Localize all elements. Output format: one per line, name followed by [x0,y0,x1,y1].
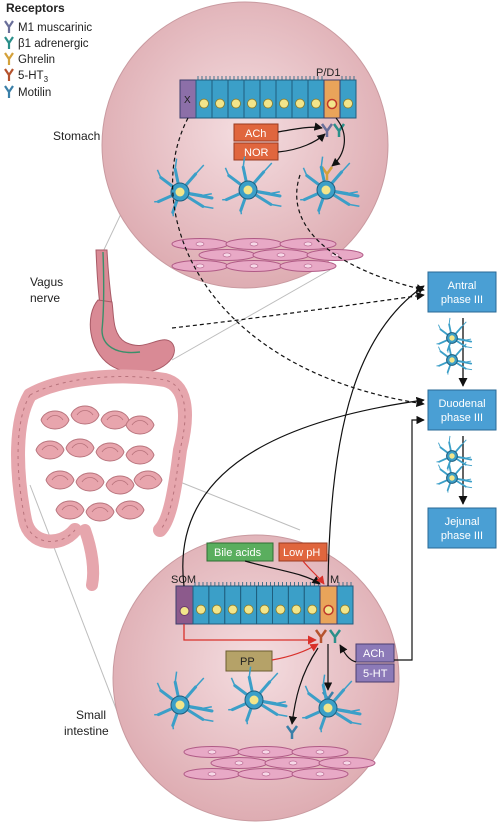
neuron-icon [154,158,214,217]
neuron-icon [436,339,473,375]
neuron-icon [436,435,473,471]
motilin-receptor-icon [4,85,14,98]
legend-item-motilin: Motilin [4,85,51,99]
duodenal-phase-label-1: Duodenal [438,398,485,410]
pd1-nucleus [326,98,338,110]
legend-label-motilin: Motilin [18,87,51,99]
5ht3-receptor-intestine-icon [314,629,328,643]
cell-nucleus [295,98,305,109]
legend-label-m1: M1 muscarinic [18,22,92,34]
pp-label: PP [240,656,255,668]
jejunal-phase-box [427,507,497,549]
rectum [79,524,100,591]
neuron-icon [222,156,282,215]
antral-phase-label-1: Antral [448,280,477,292]
motilin-receptor-muscle-icon [285,725,299,739]
som-cell [175,585,194,625]
legend-item-ghrelin: Ghrelin [4,52,55,66]
ach-box-stomach [233,123,279,142]
cell-nucleus [263,98,273,109]
vagus-label-line2: nerve [30,291,60,305]
connection-arrows [171,117,425,661]
legend-title: Receptors [6,1,65,15]
jejunal-phase-label-2: phase III [441,530,483,542]
m1-receptor-icon [4,20,14,33]
bile-acids-label: Bile acids [214,547,262,559]
cell-nucleus [243,604,254,615]
cell-nucleus [231,98,241,109]
5ht-box [355,663,395,683]
stomach-epithelium: X P/D1 [179,67,357,119]
duodenal-phase-box [427,389,497,431]
antral-phase-label-2: phase III [441,294,483,306]
legend-label-beta1: β1 adrenergic [18,38,89,50]
ach-box-intestine [355,643,395,663]
legend-label-ghrelin: Ghrelin [18,54,55,66]
x-cell-label: X [184,95,191,106]
cell-nucleus [343,98,353,109]
cell-nucleus [259,604,270,615]
pp-box [225,650,273,672]
jejunal-phase-label-1: Jejunal [445,516,480,528]
cell-nucleus [227,604,238,615]
beta1-receptor-icon [4,36,14,49]
bile-acids-box [206,542,274,562]
cell-nucleus [211,604,222,615]
legend-item-m1: M1 muscarinic [4,20,92,34]
legend-item-5ht3: 5-HT3 [4,68,49,84]
vagus-nerve [101,251,141,354]
m-label: M [330,574,339,586]
beta1-receptor-stomach-icon [332,123,346,137]
cell-nucleus [196,604,206,615]
cell-nucleus [279,98,289,109]
neuron-icon [302,674,362,733]
stomach-organ [89,299,175,374]
cell-nucleus [340,604,350,615]
neuron-icon [154,671,214,730]
antral-phase-box [427,271,497,313]
cell-nucleus [215,98,225,109]
duodenal-phase-label-2: phase III [441,412,483,424]
beta1-receptor-intestine-icon [328,629,342,643]
ach-label-stomach: ACh [245,128,266,140]
cell-nucleus [307,604,318,615]
neuron-icon [228,666,288,725]
cell-nucleus [199,98,209,109]
5ht-label: 5-HT [363,668,388,680]
cell-nucleus [291,604,302,615]
small-intestine-label-line1: Small [76,708,106,722]
nor-label: NOR [244,147,269,159]
neuron-icon [300,156,360,215]
neuron-icon [436,317,473,353]
ach-label-intestine: ACh [363,648,384,660]
small-intestine-coils [35,405,163,522]
cell-nucleus [311,98,321,109]
cell-nucleus [247,98,257,109]
stomach-circle: X P/D1 ACh NOR [101,1,389,289]
legend-item-beta1: β1 adrenergic [4,36,89,50]
intestine-epithelium: SOM M [171,574,354,625]
ghrelin-receptor-stomach-icon [320,166,334,180]
stomach-label: Stomach [53,129,100,143]
cell-nucleus [275,604,286,615]
neuron-icon [436,457,473,493]
low-ph-label: Low pH [283,547,320,559]
pd1-label: P/D1 [316,67,340,79]
legend: Receptors M1 muscarinic β1 adrenergic Gh… [4,1,92,99]
legend-label-5ht3: 5-HT3 [18,70,49,84]
m1-receptor-stomach-icon [320,123,334,137]
5ht3-receptor-icon [4,68,14,81]
ghrelin-receptor-icon [4,52,14,65]
phase-column: Antral phase III Duodenal phase III Jeju… [427,271,497,549]
gi-tract-illustration [11,249,192,591]
small-intestine-label-line2: intestine [64,724,109,738]
vagus-label-line1: Vagus [30,275,63,289]
small-intestine-circle: Bile acids Low pH SOM M PP ACh 5-HT [112,534,400,822]
